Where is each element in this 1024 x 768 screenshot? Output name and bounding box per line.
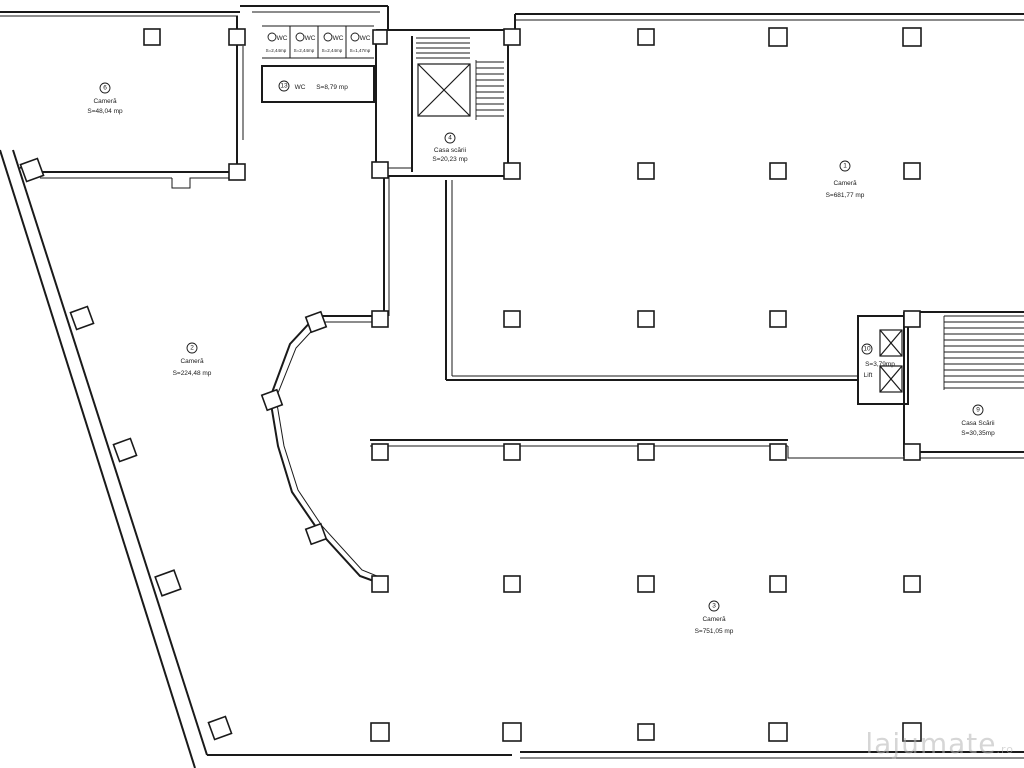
column [260,388,284,412]
column [371,310,389,328]
column [304,522,328,546]
svg-text:S=2,44mp: S=2,44mp [266,48,287,53]
column [503,443,521,461]
structural-columns [19,27,922,742]
svg-text:Cameră: Cameră [180,358,204,365]
column [637,28,655,46]
watermark-suffix: .ro [996,743,1014,756]
column [637,162,655,180]
svg-text:1: 1 [843,163,847,170]
room-4-label: 4 Casa scării S=20,23 mp [432,132,468,163]
column [370,722,390,742]
svg-text:S=751,05 mp: S=751,05 mp [695,628,734,635]
column [769,310,787,328]
svg-text:S=3,79mp: S=3,79mp [865,361,895,368]
column [503,162,521,180]
interior-walls [19,16,1024,585]
column [372,29,388,45]
column [903,443,921,461]
svg-text:Cameră: Cameră [702,616,726,623]
wc-cell-1: WC S=2,44mp [266,32,288,53]
svg-text:Cameră: Cameră [93,98,117,105]
room-1-label: 1 Cameră S=681,77 mp [826,160,865,199]
column [371,161,389,179]
svg-text:S=48,04 mp: S=48,04 mp [87,108,123,115]
svg-text:Casa scării: Casa scării [434,147,466,154]
column [112,437,138,463]
room-2-label: 2 Cameră S=224,48 mp [173,342,212,377]
svg-text:13: 13 [280,83,288,90]
column [503,28,521,46]
column [228,163,246,181]
column [902,27,922,47]
column [903,310,921,328]
svg-text:S=1,47mp: S=1,47mp [350,48,371,53]
column [207,715,233,741]
exterior-walls [0,5,1024,768]
column [637,575,655,593]
wc-cell-3: WC S=2,44mp [322,32,344,53]
svg-text:Casa Scării: Casa Scării [961,420,994,427]
column [637,310,655,328]
column [502,722,522,742]
svg-text:6: 6 [103,85,107,92]
column [769,162,787,180]
wc-cell-4: WC S=1,47mp [350,32,371,53]
column [228,28,246,46]
room-3-label: 3 Cameră S=751,05 mp [695,600,734,635]
column [768,722,788,742]
lift-shafts [879,329,903,393]
stair-9-steps [943,315,1024,390]
column [304,310,328,334]
room-10-label: 10 S=3,79mp Lift [861,343,895,379]
column [769,443,787,461]
column [637,723,655,741]
watermark-brand: lajumate [865,727,997,760]
svg-text:S=30,35mp: S=30,35mp [961,430,995,437]
column [19,157,45,183]
svg-text:WC: WC [360,35,371,42]
svg-text:9: 9 [976,407,980,414]
svg-text:Lift: Lift [864,372,873,379]
column [902,722,922,742]
svg-text:2: 2 [190,345,194,352]
svg-text:S=224,48 mp: S=224,48 mp [173,370,212,377]
svg-text:S=8,79 mp: S=8,79 mp [316,84,348,91]
column [768,27,788,47]
room-9-label: 9 Casa Scării S=30,35mp [961,404,995,437]
svg-text:S=681,77 mp: S=681,77 mp [826,192,865,199]
column [903,575,921,593]
svg-text:WC: WC [305,35,316,42]
svg-text:3: 3 [712,603,716,610]
column [154,569,182,597]
column [503,310,521,328]
svg-text:Cameră: Cameră [833,180,857,187]
svg-text:4: 4 [448,135,452,142]
svg-text:S=20,23 mp: S=20,23 mp [432,156,468,163]
svg-text:10: 10 [863,346,871,353]
wc-cell-2: WC S=2,44mp [294,32,316,53]
svg-text:S=2,44mp: S=2,44mp [322,48,343,53]
stair-4-steps [416,37,504,120]
watermark: lajumate.ro [865,727,1014,760]
svg-text:WC: WC [295,84,306,91]
wc-block-label: 13 WC S=8,79 mp [278,80,348,92]
column [769,575,787,593]
svg-text:WC: WC [277,35,288,42]
room-6-label: 6 Cameră S=48,04 mp [87,82,123,115]
column [503,575,521,593]
svg-text:S=2,44mp: S=2,44mp [294,48,315,53]
column [371,443,389,461]
svg-text:WC: WC [333,35,344,42]
column [903,162,921,180]
column [637,443,655,461]
column [69,305,95,331]
column [371,575,389,593]
column [143,28,161,46]
